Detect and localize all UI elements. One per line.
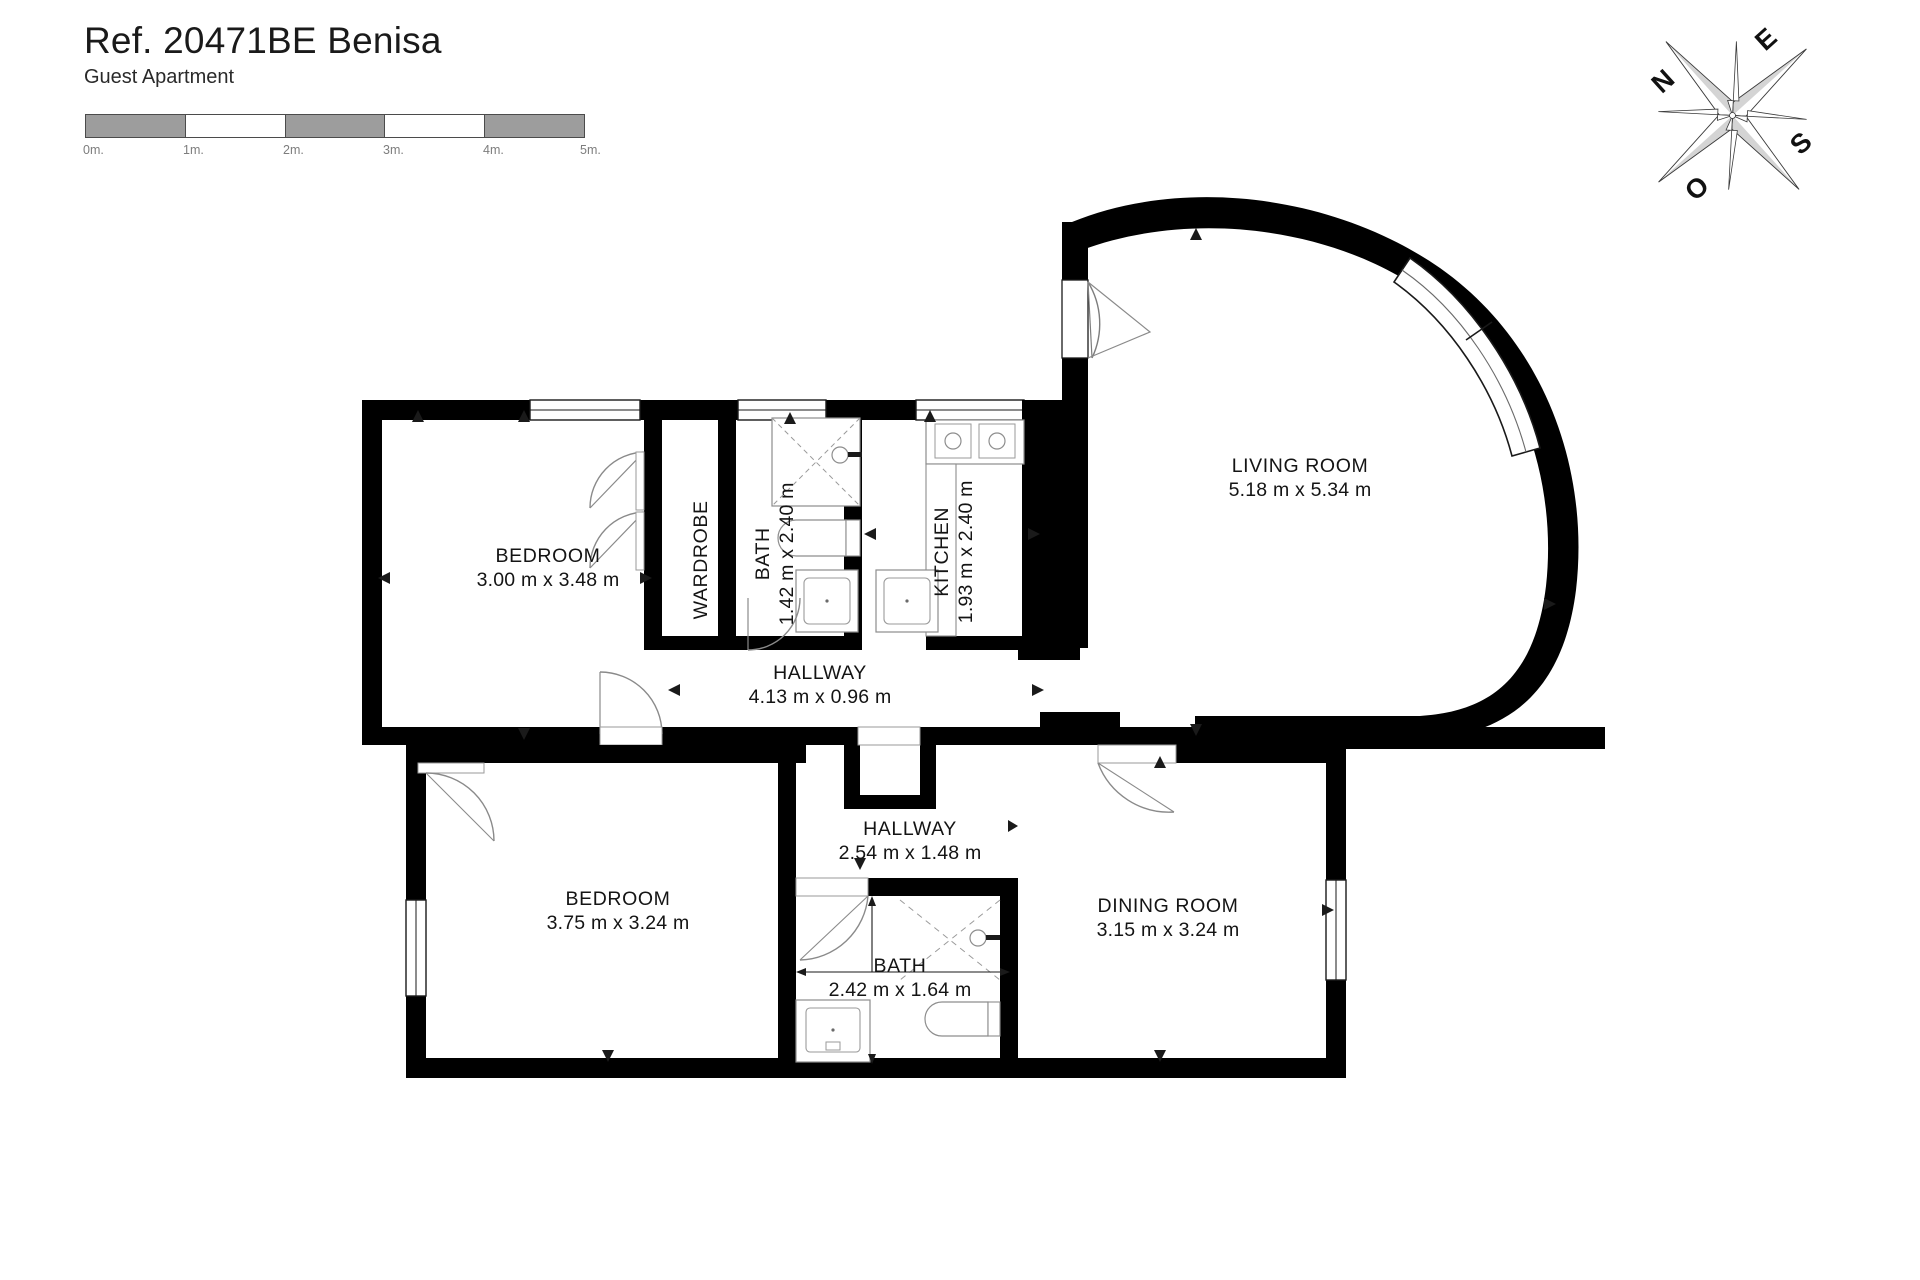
bedroom2-door (417, 762, 495, 842)
dining-entry-door (1097, 744, 1177, 813)
scale-tick-5: 5m. (580, 143, 601, 157)
wardrobe-doors (589, 451, 645, 571)
lower-bottom-wall (406, 1058, 1346, 1078)
bath2-basin (795, 999, 871, 1063)
scale-tick-3: 3m. (383, 143, 404, 157)
upper-bottom-wall (362, 727, 1080, 745)
living-entry-door (1061, 279, 1152, 359)
wardrobe-right-wall (718, 400, 736, 650)
hallway2-walls (778, 745, 796, 895)
middle-band-walls (1040, 712, 1605, 749)
scale-segment-3 (385, 115, 486, 137)
scale-bar-ticks: 0m. 1m. 2m. 3m. 4m. 5m. (83, 143, 601, 161)
bath1-bottom-wall (736, 636, 862, 650)
bath2-shower-drain-icon (969, 929, 987, 947)
scale-bar-segments (85, 114, 585, 138)
kitchen-walls (926, 400, 1040, 650)
scale-segment-1 (185, 115, 286, 137)
lower-windows (405, 879, 1347, 997)
page-title: Ref. 20471BE Benisa (84, 20, 442, 61)
scale-tick-1: 1m. (183, 143, 204, 157)
kitchen-sink (875, 569, 939, 633)
hallway1-features (599, 671, 936, 809)
scale-segment-0 (86, 115, 186, 137)
basin-fixture (795, 569, 859, 633)
bath2-right-wall (1000, 878, 1018, 1068)
scale-tick-4: 4m. (483, 143, 504, 157)
compass-star-icon (1645, 28, 1820, 203)
lower-top-wall-left (406, 745, 806, 763)
bath2-fixtures (795, 877, 1010, 1064)
living-curved-wall (1072, 197, 1579, 741)
scale-tick-0: 0m. (83, 143, 104, 157)
bath1-fixtures (747, 417, 862, 651)
bath2-toilet (924, 1001, 1001, 1037)
scale-segment-4 (485, 115, 584, 137)
wardrobe-walls (644, 400, 736, 650)
compass-rose: N E S O (1625, 8, 1840, 223)
wardrobe-bottom-wall (644, 636, 736, 650)
hallway2-left-wall (778, 745, 796, 895)
dimension-markers (378, 228, 1556, 1062)
kitchen-living-junction (1018, 400, 1080, 660)
scale-tick-2: 2m. (283, 143, 304, 157)
kitchen-bottom-wall (926, 636, 1040, 650)
kitchen-fixtures (875, 419, 1025, 637)
page-subtitle: Guest Apartment (84, 66, 235, 89)
upper-windows (529, 399, 1025, 421)
living-curved-window (1392, 256, 1541, 457)
shower-drain-icon (831, 446, 849, 464)
scale-bar: 0m. 1m. 2m. 3m. 4m. 5m. (83, 114, 601, 161)
kitchen-right-wall (1022, 400, 1040, 644)
wardrobe-left-wall (644, 400, 662, 650)
bath2-left-wall (778, 878, 796, 1068)
toilet-fixture (777, 519, 861, 557)
upper-left-wall (362, 400, 382, 745)
lower-block-walls (406, 745, 1346, 1078)
hob-icon (934, 423, 1016, 459)
scale-segment-2 (285, 115, 386, 137)
plan-header: Ref. 20471BE Benisa Guest Apartment (84, 20, 784, 89)
living-room-shell (1062, 197, 1579, 741)
